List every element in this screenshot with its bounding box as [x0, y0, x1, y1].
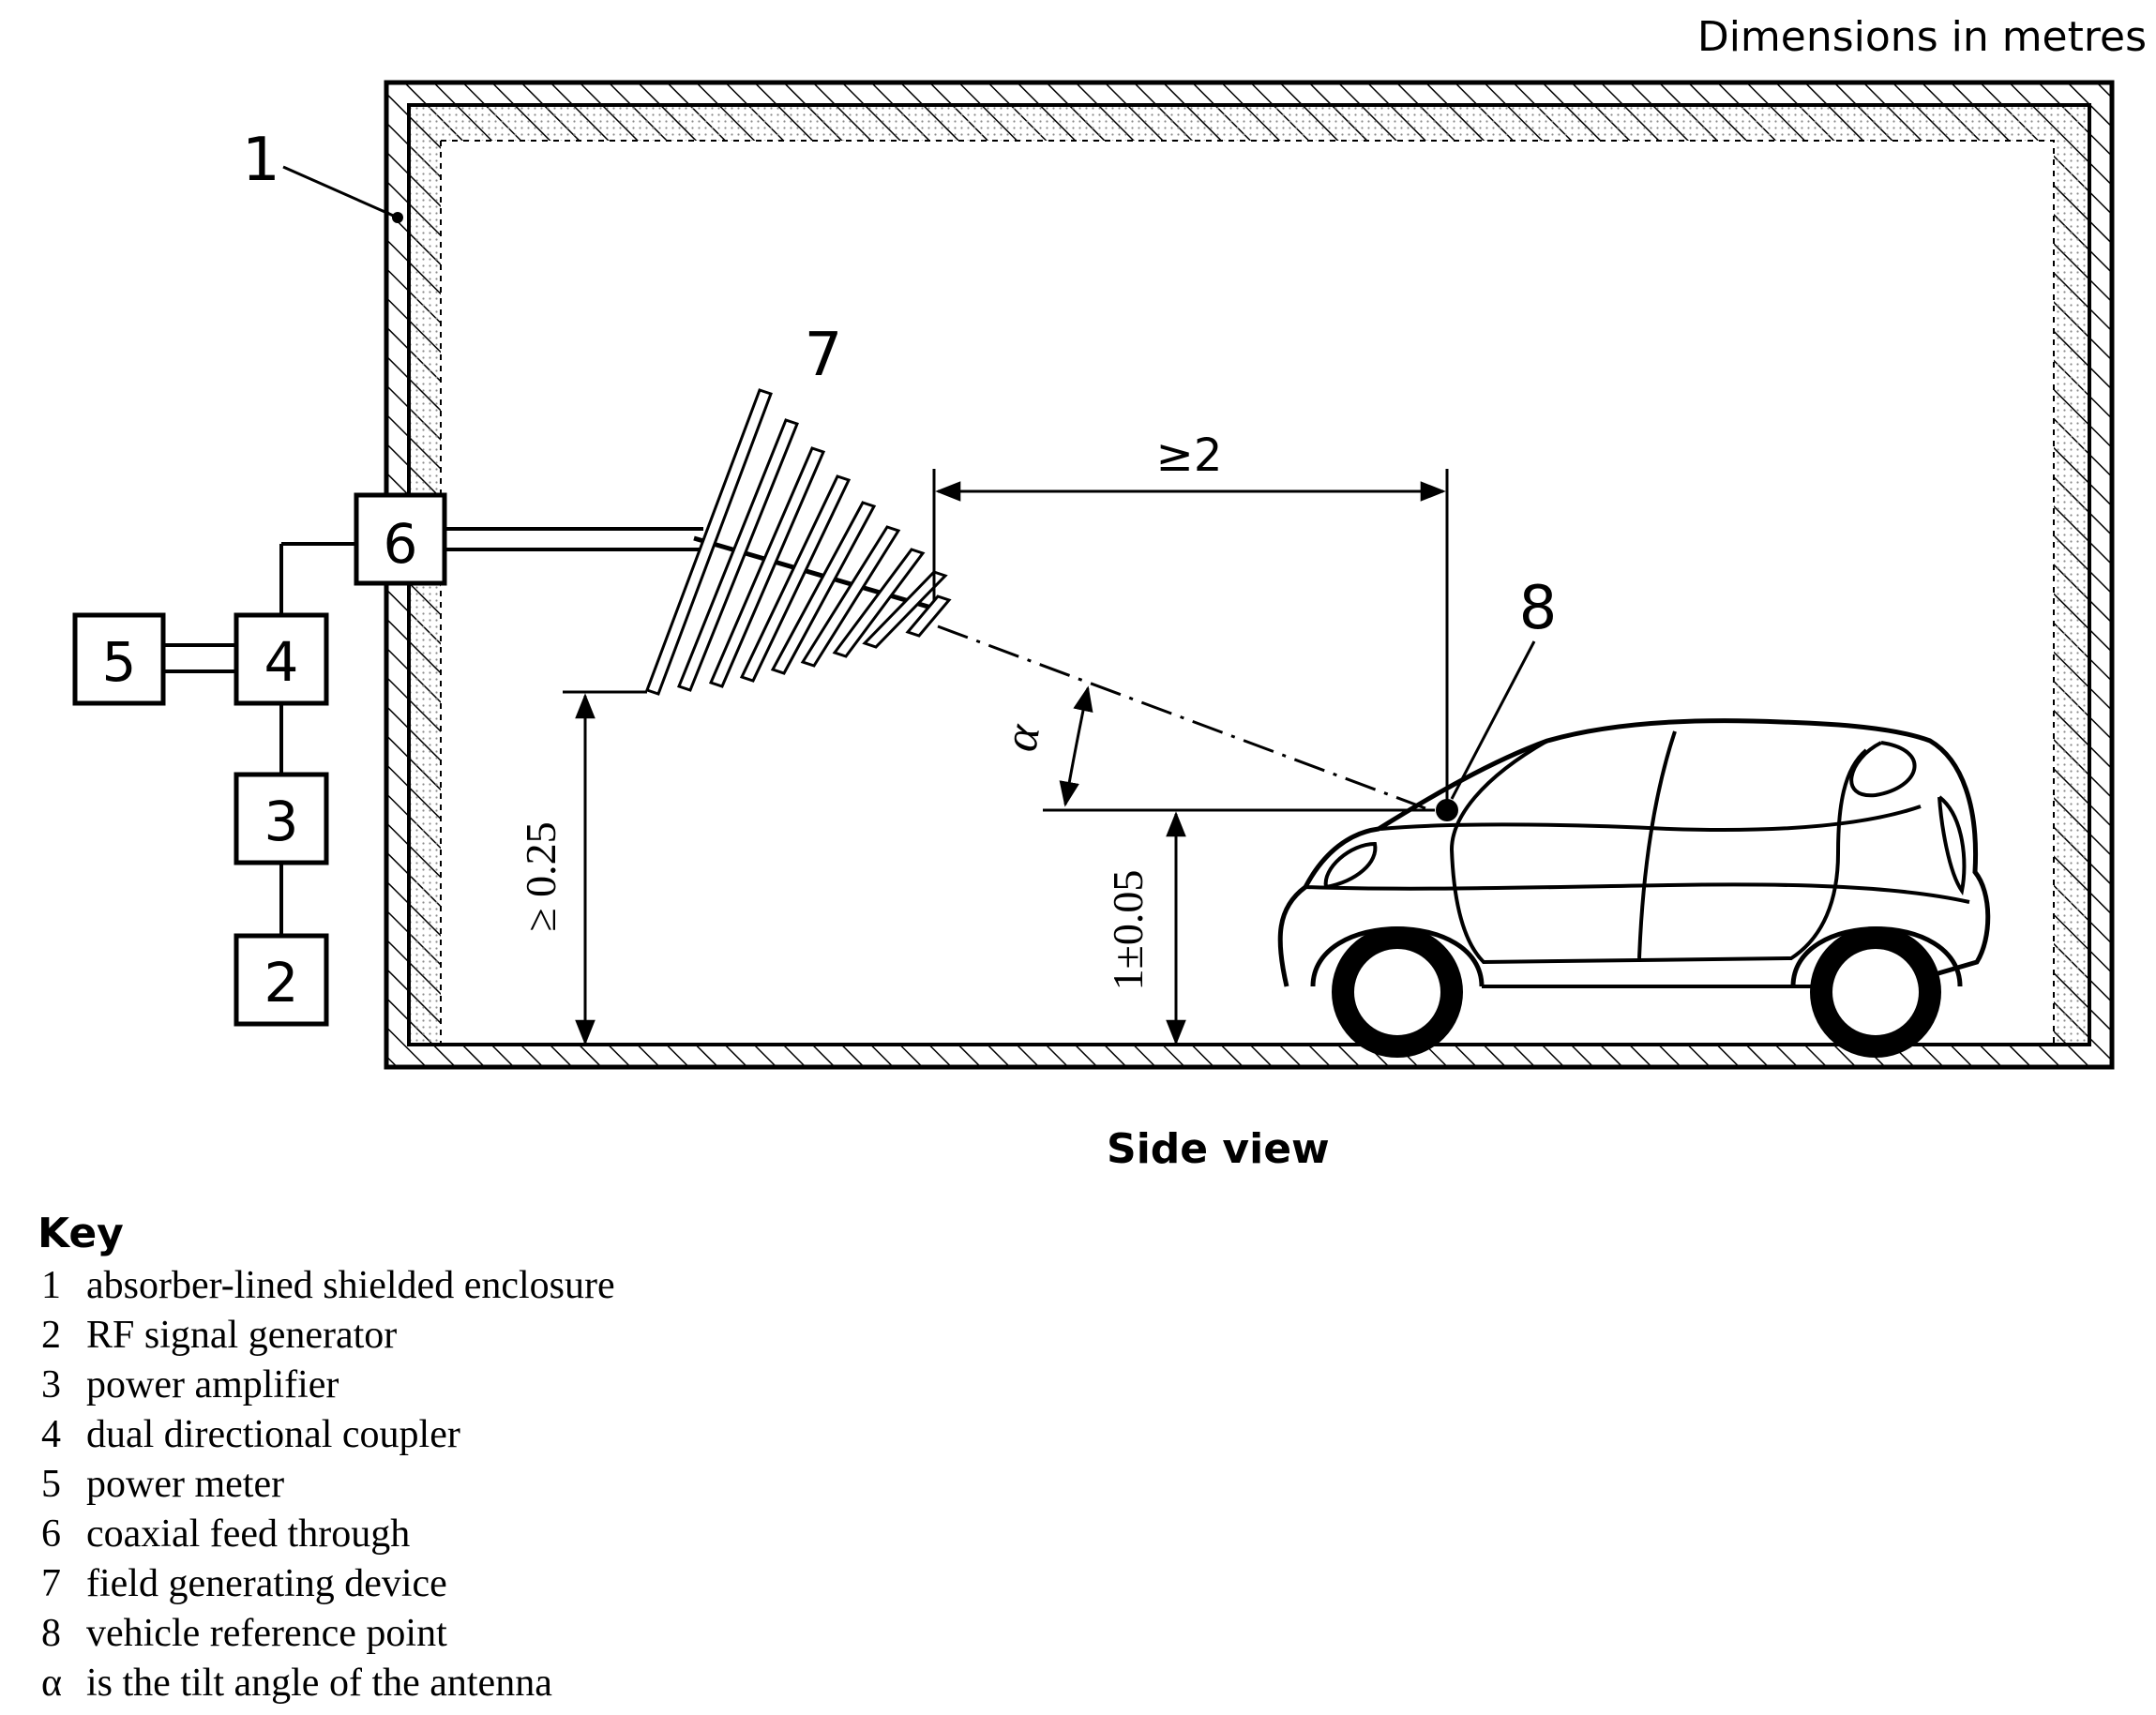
key-item-text: power meter — [86, 1463, 285, 1506]
key-item-id: 2 — [41, 1314, 61, 1357]
key-item-id: 8 — [41, 1612, 61, 1655]
key-item: 3 power amplifier — [41, 1361, 615, 1410]
key-item: α is the tilt angle of the antenna — [41, 1659, 615, 1708]
key-item: 2 RF signal generator — [41, 1311, 615, 1361]
key-item: 5 power meter — [41, 1460, 615, 1510]
key-title: Key — [38, 1210, 124, 1257]
vehicle — [1277, 718, 1991, 1058]
distance-dimension: ≥2 — [932, 429, 1449, 814]
antenna-height-value: ≥ 0.25 — [517, 821, 565, 931]
key-item-text: RF signal generator — [86, 1314, 398, 1357]
key-item-text: is the tilt angle of the antenna — [86, 1662, 552, 1705]
key-item-id: α — [41, 1662, 63, 1705]
key-item: 4 dual directional coupler — [41, 1410, 615, 1460]
reference-height-value: 1±0.05 — [1104, 870, 1152, 991]
key-item-text: vehicle reference point — [86, 1612, 447, 1655]
signal-generator-label: 2 — [264, 951, 299, 1015]
signal-generator-box: 2 — [234, 933, 329, 1027]
power-amplifier-box: 3 — [234, 772, 329, 865]
key-item-id: 3 — [41, 1363, 61, 1407]
coupler-label: 4 — [264, 630, 299, 694]
key-item-text: field generating device — [86, 1562, 447, 1605]
key-item: 1 absorber-lined shielded enclosure — [41, 1261, 615, 1311]
coaxial-feed-through-box: 6 — [354, 492, 447, 586]
key-item-text: power amplifier — [86, 1363, 339, 1407]
key-item-id: 5 — [41, 1463, 61, 1506]
enclosure-label: 1 — [242, 126, 280, 195]
key-item-id: 6 — [41, 1512, 61, 1556]
key-item-id: 4 — [41, 1413, 61, 1456]
key-list: 1 absorber-lined shielded enclosure 2 RF si… — [41, 1261, 615, 1708]
antenna-label: 7 — [805, 321, 843, 390]
shielded-enclosure — [384, 80, 2115, 1070]
power-meter-label: 5 — [102, 630, 137, 694]
key-item: 8 vehicle reference point — [41, 1609, 615, 1659]
key-item: 6 coaxial feed through — [41, 1510, 615, 1559]
distance-value: ≥2 — [1156, 429, 1223, 482]
power-amplifier-label: 3 — [264, 790, 299, 853]
power-meter-box: 5 — [72, 612, 166, 706]
antenna-height-dimension: ≥ 0.25 — [517, 693, 596, 1046]
reference-height-dimension: 1±0.05 — [1043, 808, 1435, 1046]
vehicle-reference-point — [1436, 799, 1458, 821]
key-item-id: 7 — [41, 1562, 61, 1605]
key-item: 7 field generating device — [41, 1559, 615, 1609]
coupler-box: 4 — [234, 612, 329, 706]
figure-caption: Side view — [1107, 1125, 1330, 1173]
feed-through-label: 6 — [384, 512, 418, 576]
reference-point-label: 8 — [1519, 574, 1558, 643]
instrument-chain: 6 4 5 3 2 — [72, 492, 703, 1027]
key-item-text: dual directional coupler — [86, 1413, 460, 1456]
key-item-text: absorber-lined shielded enclosure — [86, 1264, 615, 1307]
key-item-id: 1 — [41, 1264, 61, 1307]
dimensions-note: Dimensions in metres — [1696, 13, 2147, 61]
key-item-text: coaxial feed through — [86, 1512, 411, 1556]
boresight-line — [937, 624, 1426, 810]
log-periodic-antenna — [563, 388, 952, 696]
